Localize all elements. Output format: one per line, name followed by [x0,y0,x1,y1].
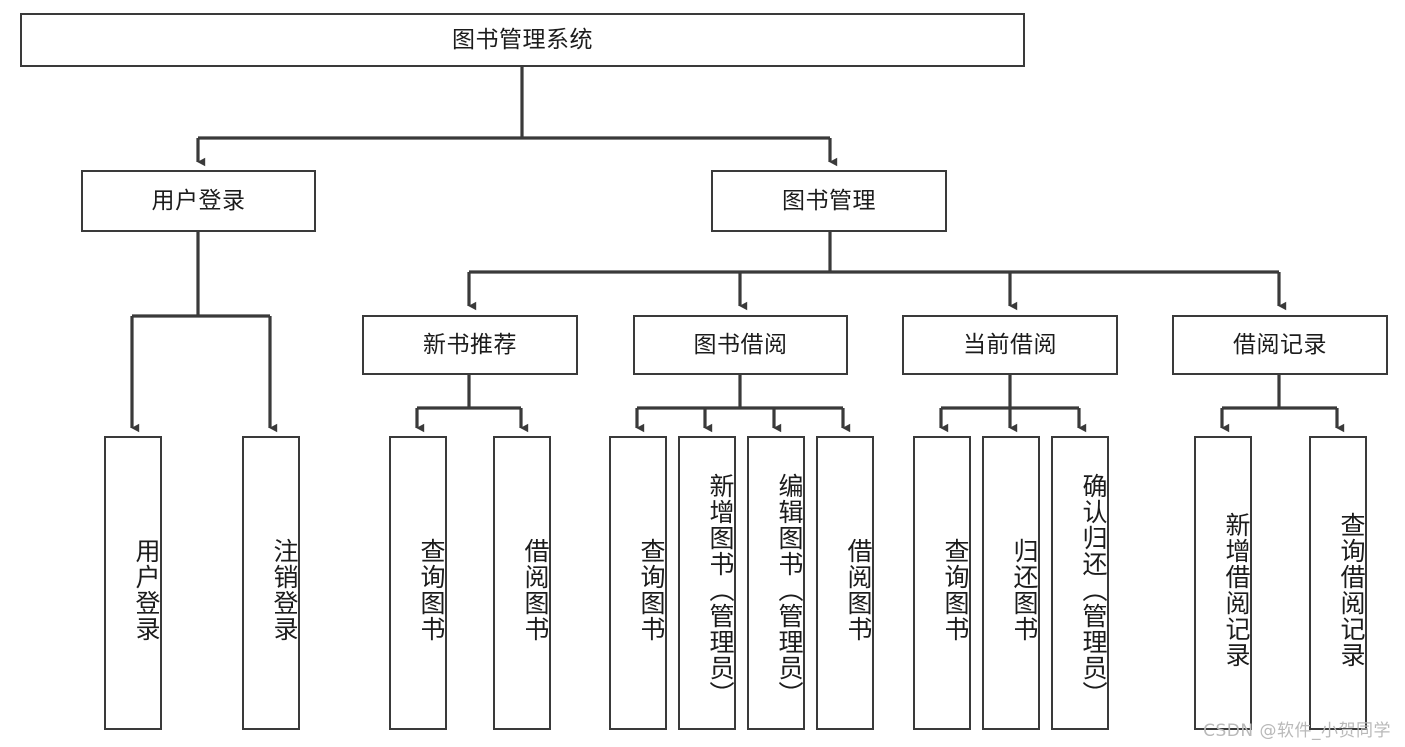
node-root-system[interactable]: 图书管理系统 [20,13,1025,67]
node-label: 当前借阅 [963,331,1057,358]
leaf-label: 编辑图书（管理员） [775,473,804,707]
node-book-management[interactable]: 图书管理 [711,170,947,232]
leaf-label: 新增图书（管理员） [706,473,735,707]
leaf-add-book[interactable]: 新增图书（管理员） [678,436,736,730]
leaf-borrow-book-1[interactable]: 借阅图书 [493,436,551,730]
leaf-confirm-return[interactable]: 确认归还（管理员） [1051,436,1109,730]
leaf-label: 查询图书 [941,538,970,642]
leaf-label: 新增借阅记录 [1222,512,1251,668]
node-label: 新书推荐 [423,331,517,358]
node-label: 图书管理系统 [452,26,593,53]
leaf-label: 借阅图书 [844,538,873,642]
leaf-edit-book[interactable]: 编辑图书（管理员） [747,436,805,730]
leaf-query-record[interactable]: 查询借阅记录 [1309,436,1367,730]
leaf-label: 确认归还（管理员） [1079,473,1108,707]
node-borrow-record[interactable]: 借阅记录 [1172,315,1388,375]
leaf-label: 查询图书 [417,538,446,642]
node-label: 图书管理 [782,187,876,214]
leaf-label: 注销登录 [270,538,299,642]
leaf-label: 用户登录 [132,538,161,642]
leaf-query-book-2[interactable]: 查询图书 [609,436,667,730]
leaf-borrow-book-2[interactable]: 借阅图书 [816,436,874,730]
leaf-query-book-1[interactable]: 查询图书 [389,436,447,730]
node-user-login[interactable]: 用户登录 [81,170,316,232]
leaf-label: 归还图书 [1010,538,1039,642]
leaf-logout-login[interactable]: 注销登录 [242,436,300,730]
leaf-label: 查询借阅记录 [1337,512,1366,668]
node-label: 用户登录 [151,187,246,214]
node-book-borrow[interactable]: 图书借阅 [633,315,848,375]
node-current-borrow[interactable]: 当前借阅 [902,315,1118,375]
leaf-label: 查询图书 [637,538,666,642]
leaf-return-book[interactable]: 归还图书 [982,436,1040,730]
node-label: 图书借阅 [693,331,788,358]
leaf-query-book-3[interactable]: 查询图书 [913,436,971,730]
leaf-user-login[interactable]: 用户登录 [104,436,162,730]
node-label: 借阅记录 [1233,331,1327,358]
leaf-label: 借阅图书 [521,538,550,642]
node-new-book-recommend[interactable]: 新书推荐 [362,315,578,375]
csdn-watermark: CSDN @软件_小贺同学 [1203,721,1391,741]
leaf-add-record[interactable]: 新增借阅记录 [1194,436,1252,730]
